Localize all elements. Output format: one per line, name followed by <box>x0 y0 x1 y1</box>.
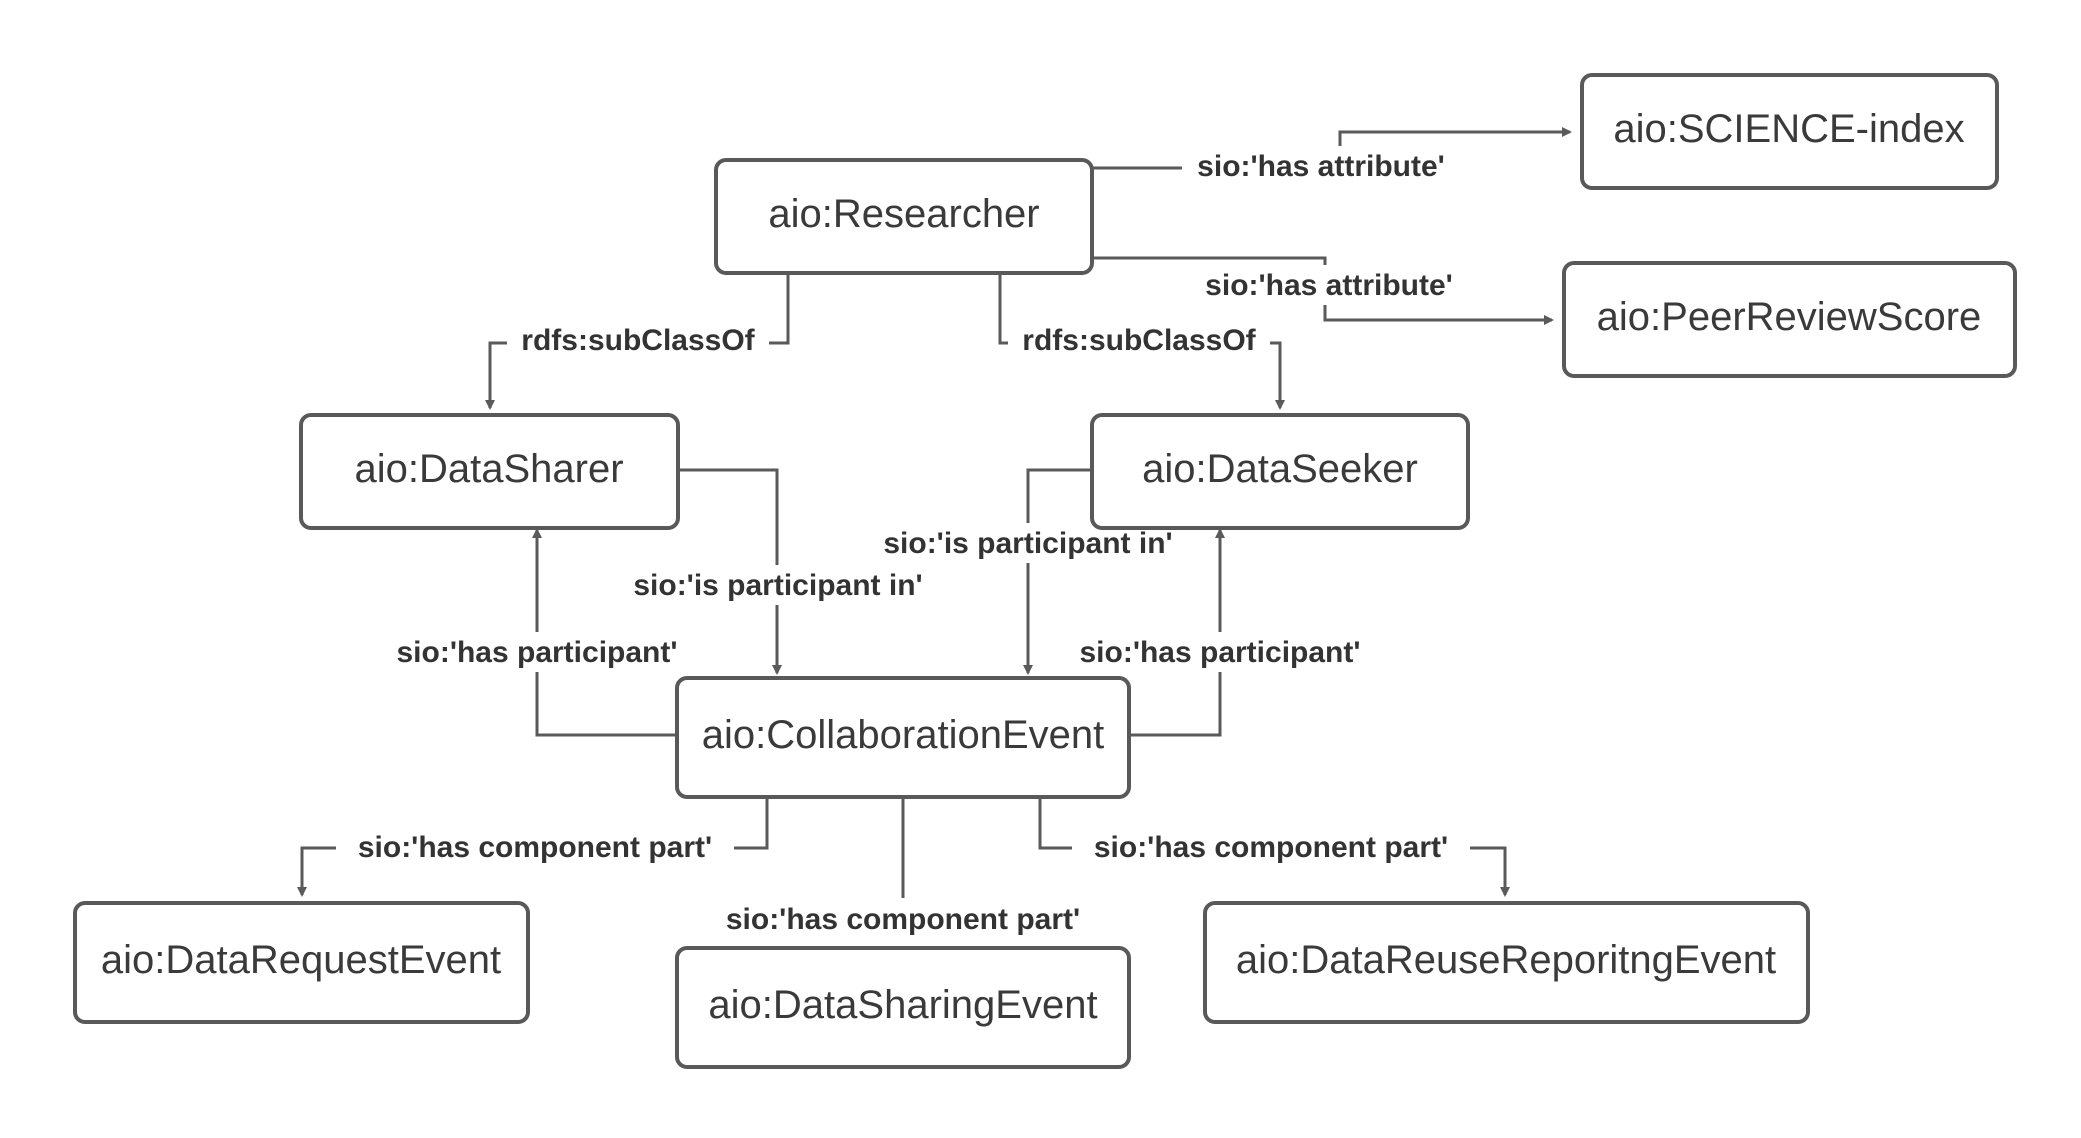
edge-label-has-component-reuse: sio:'has component part' <box>1094 831 1448 864</box>
node-science-index[interactable]: aio:SCIENCE-index <box>1580 73 1999 190</box>
node-data-seeker[interactable]: aio:DataSeeker <box>1090 413 1470 530</box>
node-label: aio:SCIENCE-index <box>1613 107 1964 151</box>
edge-label-has-participant-data-sharer: sio:'has participant' <box>397 636 678 669</box>
edge-line-sharer-is-participant-in <box>680 468 782 675</box>
edge-label-seeker-is-participant-in: sio:'is participant in' <box>883 527 1172 560</box>
node-label: aio:DataSharer <box>354 447 623 491</box>
node-label: aio:DataReuseReporitngEvent <box>1236 938 1776 982</box>
node-label: aio:DataSeeker <box>1142 447 1418 491</box>
node-label: aio:DataSharingEvent <box>708 983 1097 1027</box>
edge-label-has-attribute-peer-review-score: sio:'has attribute' <box>1205 269 1453 302</box>
edge-label-subclassof-data-seeker: rdfs:subClassOf <box>1022 324 1256 357</box>
edge-label-has-component-sharing: sio:'has component part' <box>726 903 1080 936</box>
node-collaboration-event[interactable]: aio:CollaborationEvent <box>675 676 1131 799</box>
node-label: aio:DataRequestEvent <box>101 938 501 982</box>
edge-label-has-component-request: sio:'has component part' <box>358 831 712 864</box>
node-data-request-event[interactable]: aio:DataRequestEvent <box>73 901 530 1024</box>
edge-line-has-participant-data-sharer <box>532 528 677 737</box>
node-data-reuse-reporting-event[interactable]: aio:DataReuseReporitngEvent <box>1203 901 1810 1024</box>
edge-label-subclassof-data-sharer: rdfs:subClassOf <box>521 324 755 357</box>
node-researcher[interactable]: aio:Researcher <box>714 158 1094 275</box>
node-data-sharing-event[interactable]: aio:DataSharingEvent <box>675 946 1131 1069</box>
node-label: aio:PeerReviewScore <box>1597 295 1982 339</box>
node-peer-review-score[interactable]: aio:PeerReviewScore <box>1562 261 2017 378</box>
edge-label-sharer-is-participant-in: sio:'is participant in' <box>633 569 922 602</box>
node-data-sharer[interactable]: aio:DataSharer <box>299 413 680 530</box>
node-label: aio:Researcher <box>768 192 1039 236</box>
edge-line-seeker-is-participant-in <box>1023 468 1092 675</box>
edge-line-has-participant-data-seeker <box>1129 528 1225 737</box>
node-label: aio:CollaborationEvent <box>702 713 1104 757</box>
edge-label-has-participant-data-seeker: sio:'has participant' <box>1080 636 1361 669</box>
edge-label-has-attribute-science-index: sio:'has attribute' <box>1197 150 1445 183</box>
